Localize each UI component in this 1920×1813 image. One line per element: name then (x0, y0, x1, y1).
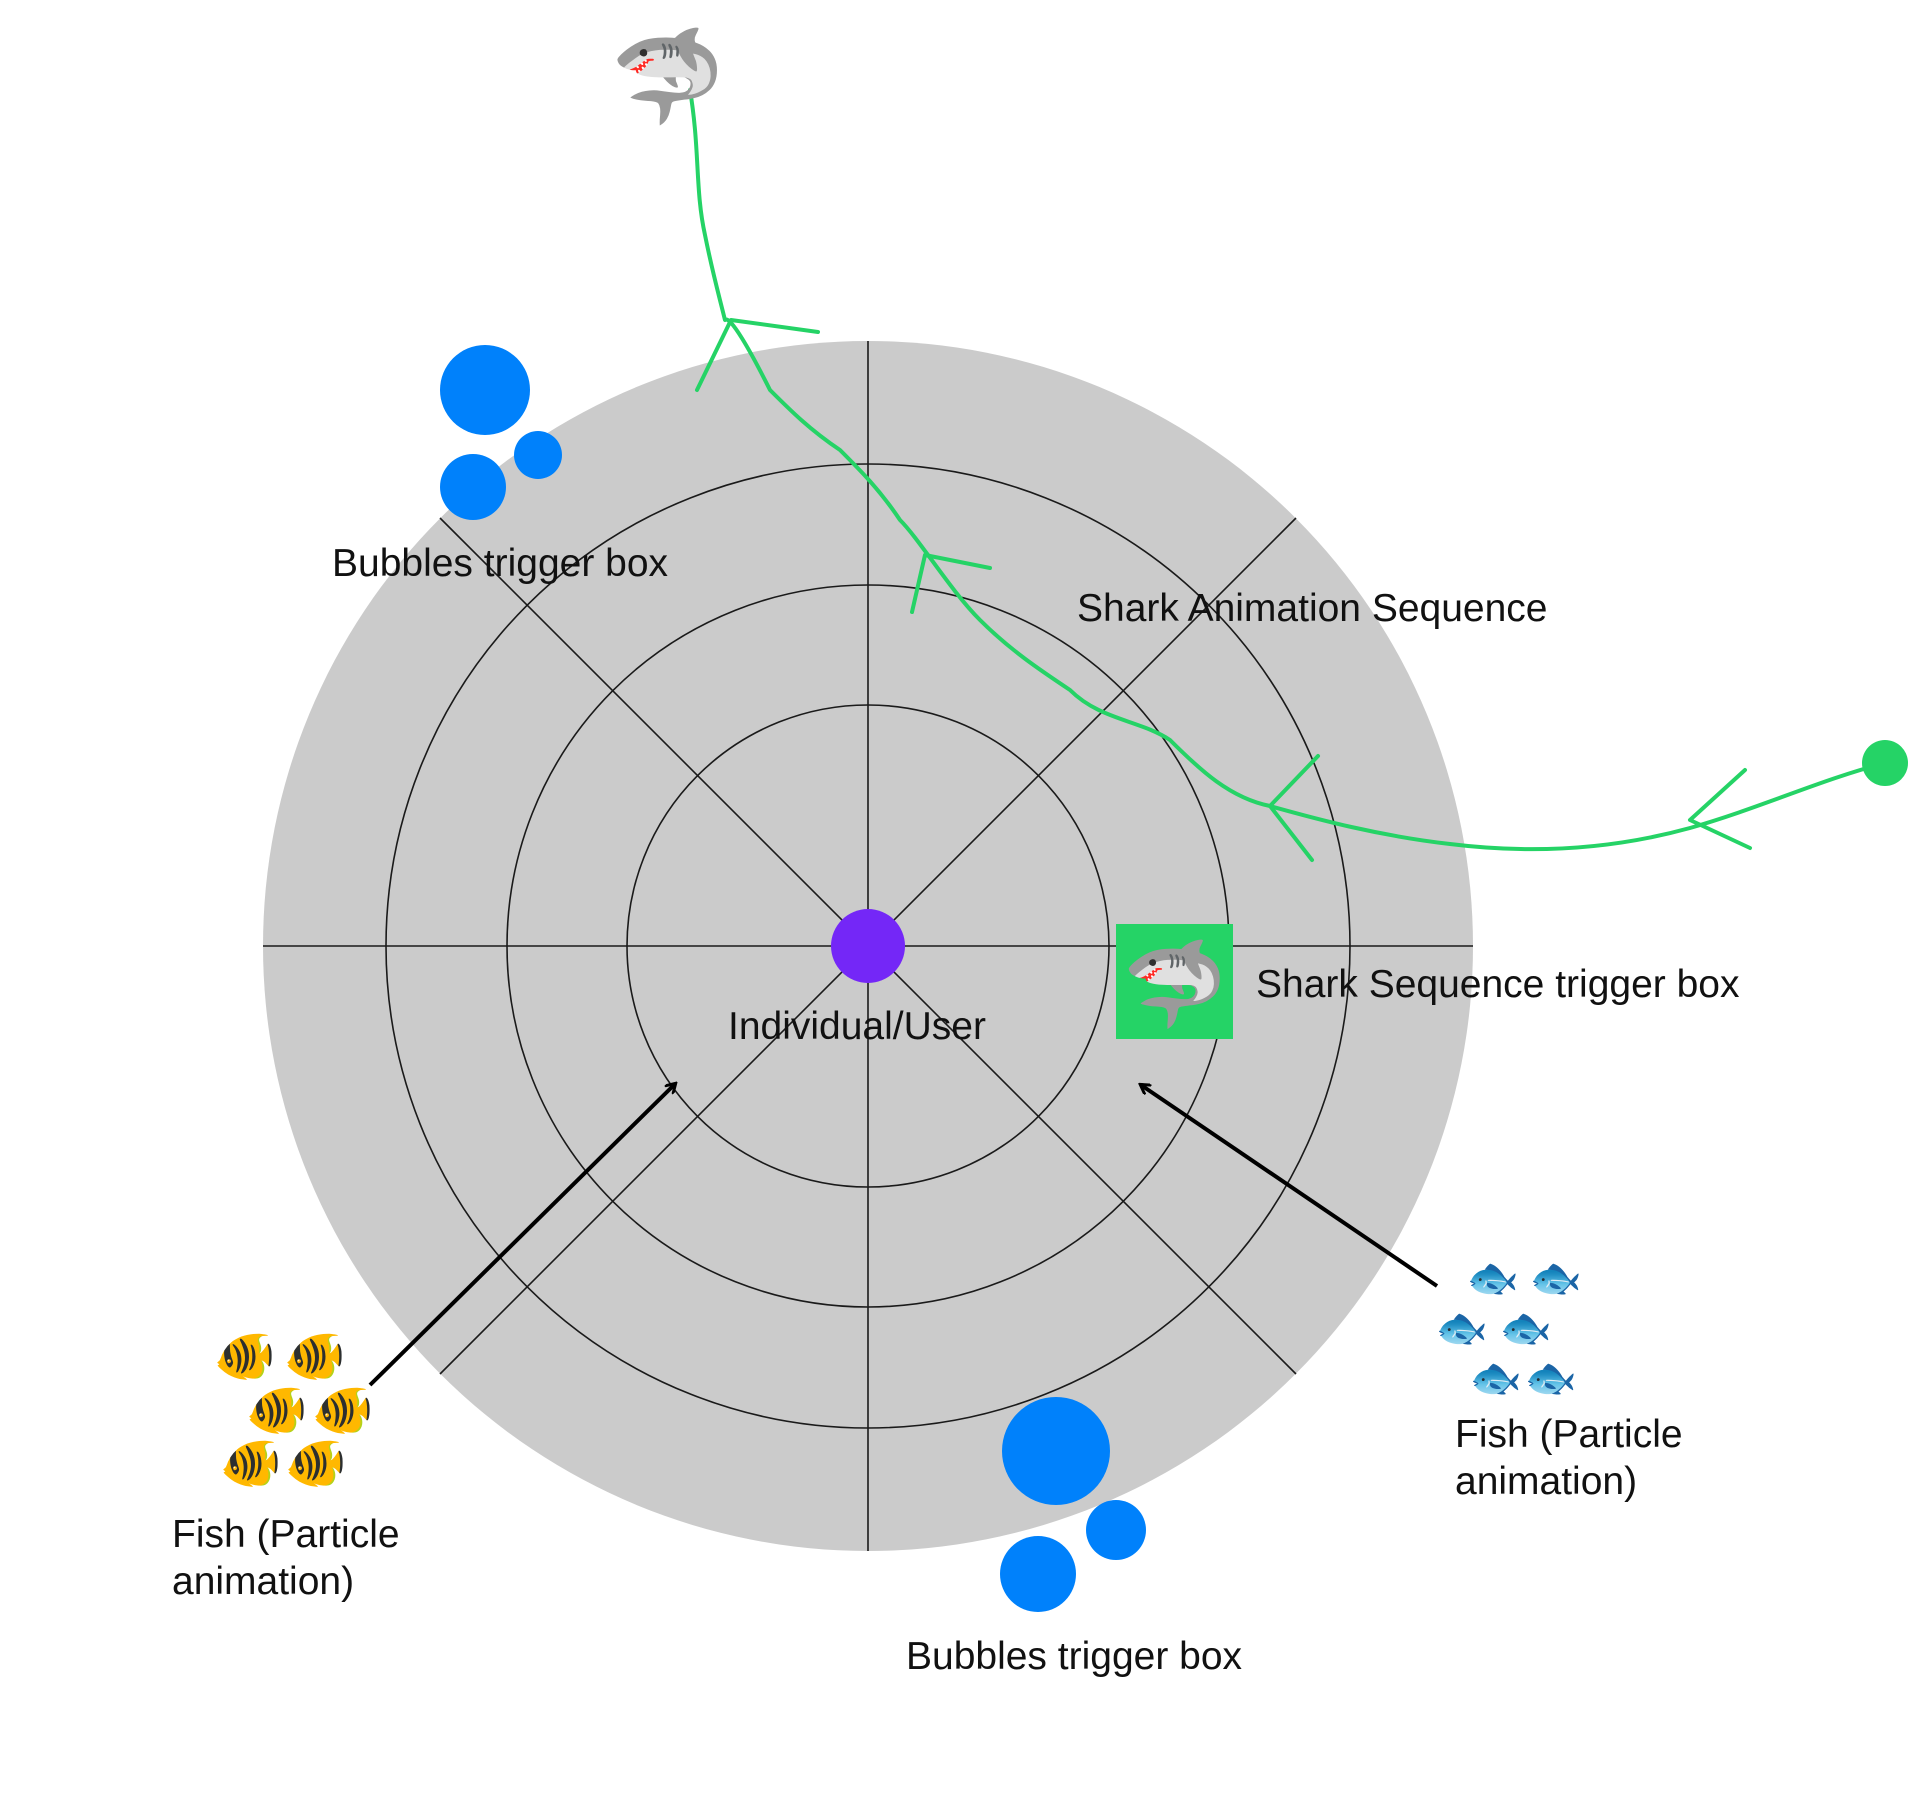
tropical-fish-icon: 🐠 (284, 1327, 346, 1385)
fish-icon: 🐟 (1436, 1303, 1488, 1352)
bubble-large (440, 345, 530, 435)
tropical-fish-icon: 🐠 (285, 1434, 347, 1492)
fish-right-arrow (1141, 1085, 1439, 1288)
tropical-fish-icon: 🐠 (214, 1327, 276, 1385)
fish-icon: 🐟 (1525, 1353, 1577, 1402)
bubble-large (1002, 1397, 1110, 1505)
shark-path-chevron-2 (1268, 754, 1320, 862)
bubbles-bottom-label: Bubbles trigger box (906, 1635, 1243, 1678)
fish-icon: 🐟 (1530, 1253, 1582, 1302)
fish-icon: 🐟 (1500, 1303, 1552, 1352)
bubble-small (1086, 1500, 1146, 1560)
bubble-medium (440, 454, 506, 520)
bubbles-trigger-box-bottom (1000, 1397, 1146, 1612)
shark-icon: 🦈 (611, 23, 726, 130)
bubble-small (514, 431, 562, 479)
shark-trigger-icon: 🦈 (1123, 935, 1228, 1033)
fish-left-label-line1: Fish (Particle (172, 1513, 400, 1556)
fish-left-arrow (368, 1084, 675, 1387)
shark-animation-path (688, 88, 1887, 862)
user-label: Individual/User (728, 1005, 986, 1048)
tropical-fish-icon: 🐠 (246, 1381, 308, 1439)
fish-group-left: 🐠 🐠 🐠 🐠 🐠 🐠 (214, 1327, 374, 1492)
shark-path-chevron-4 (695, 318, 820, 392)
shark-sequence-label: Shark Animation Sequence (1077, 587, 1547, 630)
shark-path-chevron-3 (910, 553, 992, 614)
fish-icon: 🐟 (1470, 1353, 1522, 1402)
fish-right-label-line2: animation) (1455, 1460, 1637, 1503)
shark-trigger-box (1116, 924, 1233, 1039)
shark-trigger-label: Shark Sequence trigger box (1256, 963, 1740, 1006)
shark-path-curve (688, 88, 1887, 852)
bubbles-top-label: Bubbles trigger box (332, 542, 669, 585)
fish-right-label-line1: Fish (Particle (1455, 1413, 1683, 1456)
tropical-fish-icon: 🐠 (312, 1381, 374, 1439)
fish-left-label-line2: animation) (172, 1560, 354, 1603)
bubble-medium (1000, 1536, 1076, 1612)
shark-path-end-dot (1862, 740, 1908, 786)
bubbles-trigger-box-top (440, 345, 562, 520)
fish-group-right: 🐟 🐟 🐟 🐟 🐟 🐟 (1436, 1253, 1582, 1402)
user-dot (831, 909, 905, 983)
shark-path-chevron-1 (1688, 768, 1752, 850)
tropical-fish-icon: 🐠 (220, 1434, 282, 1492)
fish-icon: 🐟 (1467, 1253, 1519, 1302)
